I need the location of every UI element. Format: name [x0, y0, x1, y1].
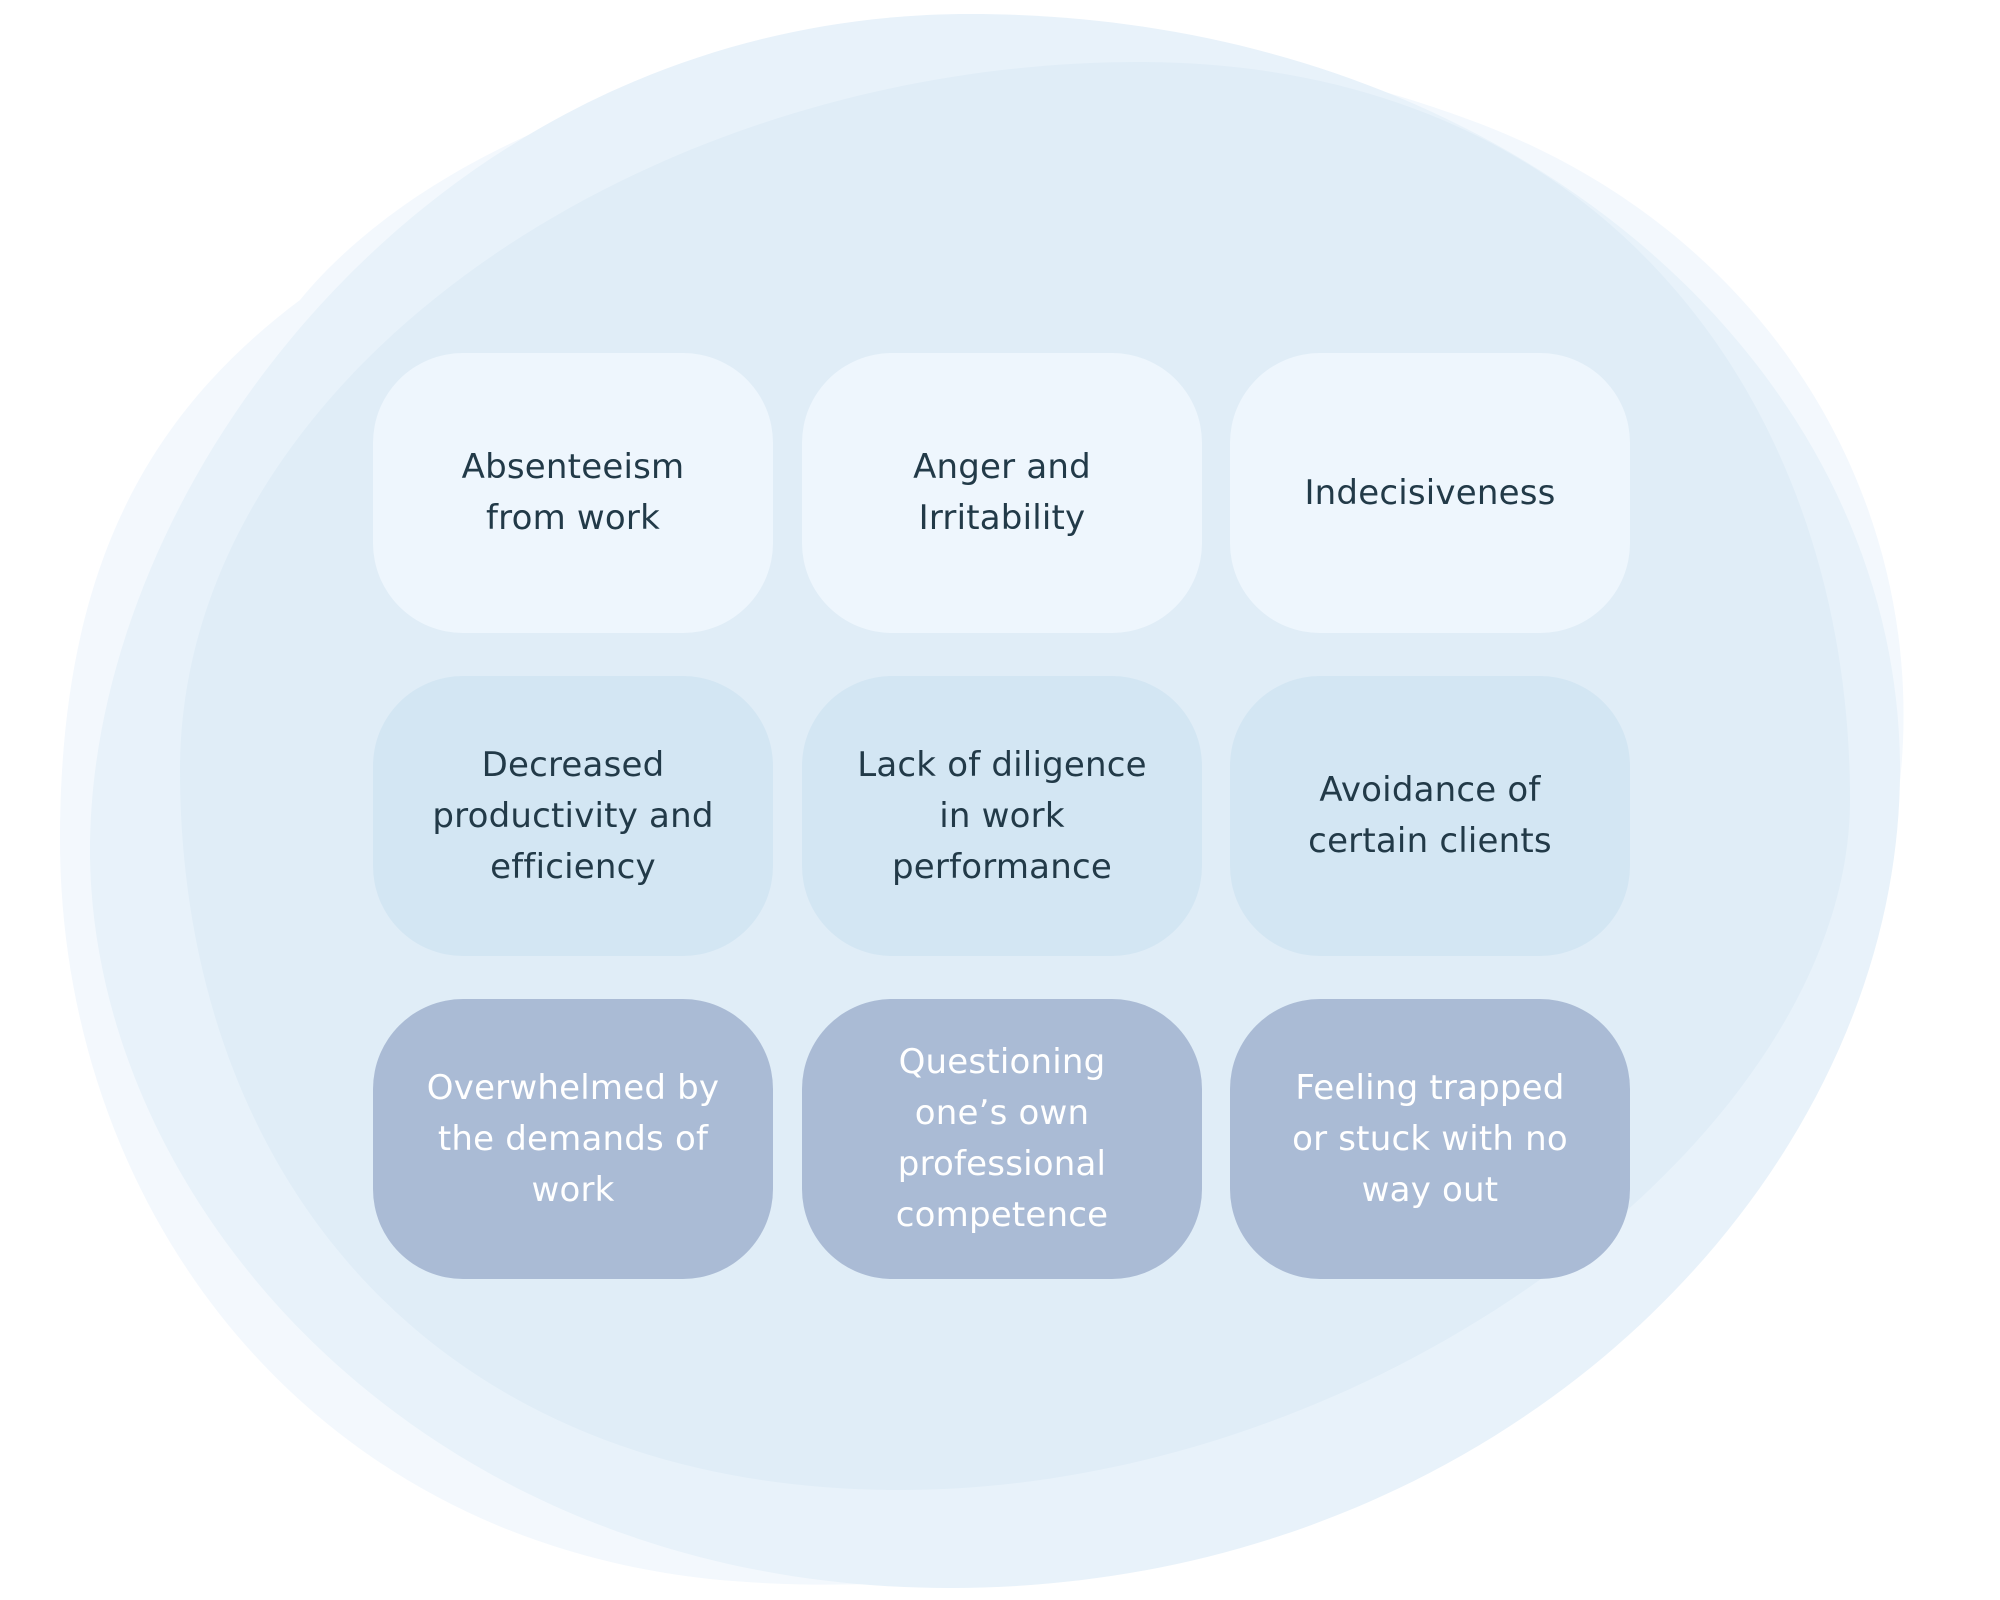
card-indecisiveness: Indecisiveness — [1230, 353, 1630, 633]
card-lack-of-diligence: Lack of diligence in work performance — [802, 676, 1202, 956]
card-questioning-competence: Questioning one’s own professional compe… — [802, 999, 1202, 1279]
card-overwhelmed: Overwhelmed by the demands of work — [373, 999, 773, 1279]
card-absenteeism: Absenteeism from work — [373, 353, 773, 633]
card-decreased-productivity: Decreased productivity and efficiency — [373, 676, 773, 956]
card-feeling-trapped: Feeling trapped or stuck with no way out — [1230, 999, 1630, 1279]
card-avoidance-of-clients: Avoidance of certain clients — [1230, 676, 1630, 956]
card-anger-irritability: Anger and Irritability — [802, 353, 1202, 633]
